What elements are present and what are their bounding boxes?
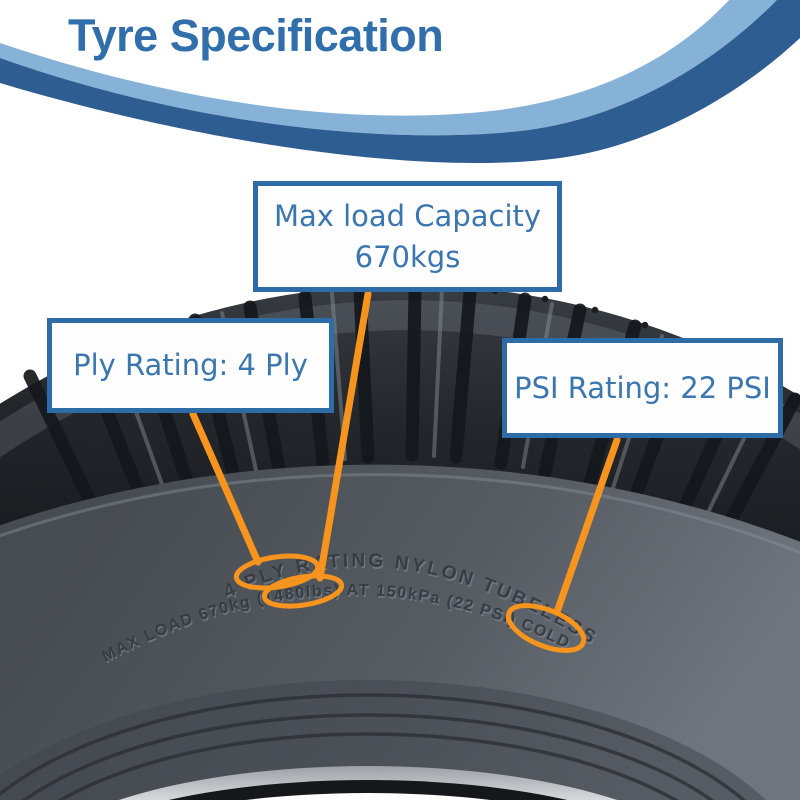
max-load-value: 670kgs (354, 239, 461, 274)
swoosh-dark-band (0, 0, 800, 164)
pointer-line-max-load (316, 290, 372, 582)
annotations (189, 290, 621, 653)
callout-ply-box: Ply Rating: 4 Ply (47, 318, 334, 413)
rim-shadow-ring (168, 780, 568, 800)
bead-shadow (0, 680, 766, 800)
callout-max-load-box: Max load Capacity 670kgs (253, 181, 562, 292)
pointer-line-psi (553, 436, 621, 616)
ply-rating-label: Ply Rating: 4 Ply (73, 348, 308, 383)
highlight-ellipse-ply (233, 553, 321, 591)
highlight-ellipse-load (261, 573, 345, 609)
callout-psi-box: PSI Rating: 22 PSI (502, 338, 783, 438)
bead-rib-arcs (0, 693, 746, 800)
sidewall-rib-line (0, 473, 800, 800)
header-swoosh (0, 0, 800, 164)
swoosh-light-band (0, 0, 777, 136)
pointer-line-ply (189, 410, 262, 566)
page-title: Tyre Specification (68, 10, 444, 61)
max-load-label: Max load Capacity (273, 198, 542, 233)
hub-hole (245, 793, 491, 800)
highlight-ellipse-psi (505, 603, 587, 653)
tread-shoulder-highlight (0, 300, 800, 800)
psi-rating-label: PSI Rating: 22 PSI (514, 370, 771, 405)
